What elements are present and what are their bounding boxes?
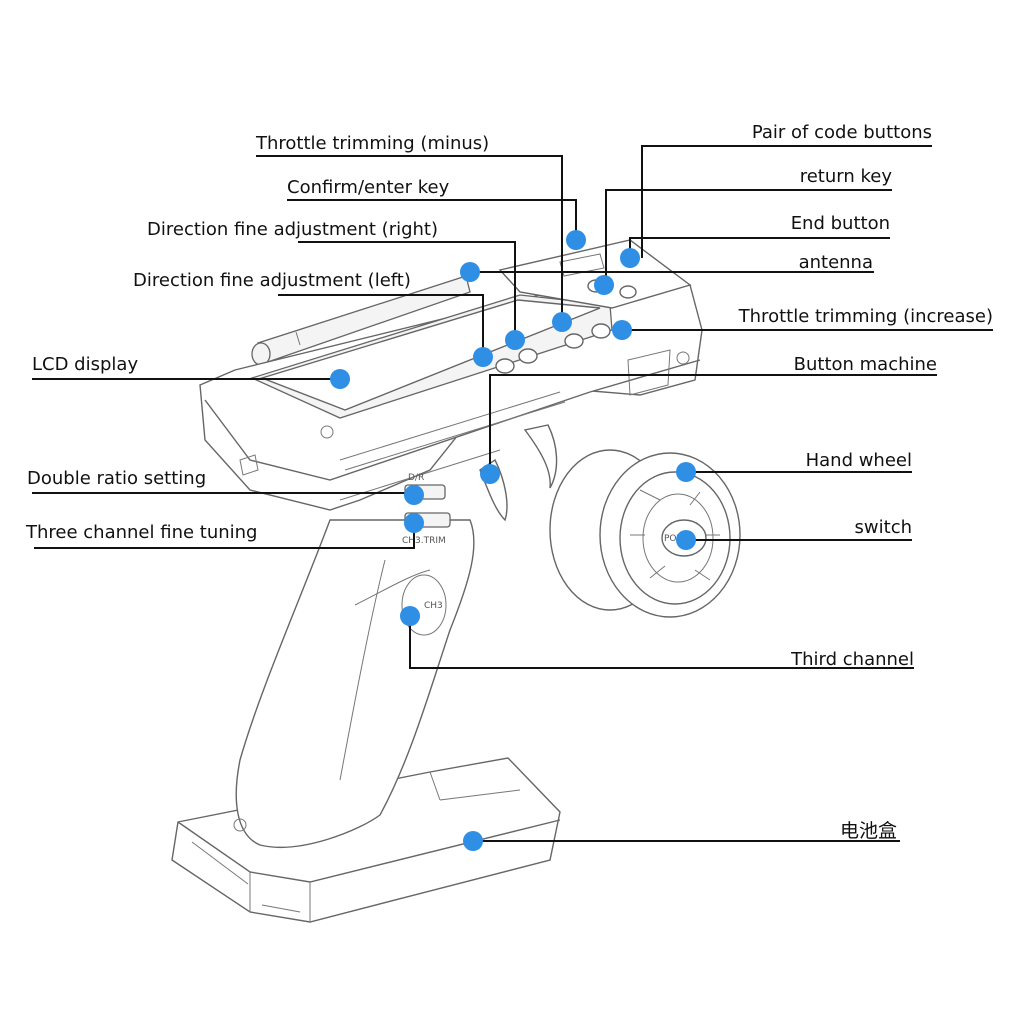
marker-throttle-trim-minus: [552, 312, 572, 332]
marker-confirm-enter: [566, 230, 586, 250]
label-battery-box: 电池盒: [840, 820, 897, 842]
marker-pair-code: [620, 248, 640, 268]
ch3-marking: CH3: [424, 601, 443, 611]
label-three-channel-trim: Three channel fine tuning: [25, 522, 257, 543]
hand-wheel-drawing: POW: [549, 449, 741, 618]
label-third-channel: Third channel: [790, 649, 914, 670]
leader-confirm-enter: [287, 199, 577, 240]
label-button-machine: Button machine: [794, 354, 937, 375]
label-dir-fine-right: Direction fine adjustment (right): [147, 219, 438, 240]
leader-dir-fine-left: [278, 294, 484, 357]
grip-drawing: [233, 519, 475, 848]
label-end-button: End button: [791, 213, 890, 234]
power-marking: POW: [664, 534, 686, 544]
marker-hand-wheel: [676, 462, 696, 482]
leader-pair-code: [641, 145, 932, 258]
leader-lines: [32, 145, 993, 842]
label-lcd-display: LCD display: [32, 354, 138, 375]
callout-markers: [330, 230, 696, 851]
marker-dir-fine-left: [473, 347, 493, 367]
dr-marking: D/R: [408, 473, 424, 483]
label-hand-wheel: Hand wheel: [806, 450, 912, 471]
leader-throttle-trim-minus: [256, 155, 563, 322]
marker-battery-box: [463, 831, 483, 851]
marker-return-key: [594, 275, 614, 295]
marker-third-channel: [400, 606, 420, 626]
marker-double-ratio: [404, 485, 424, 505]
transmitter-drawing: D/R CH3.TRIM CH3 POW: [171, 239, 741, 923]
leader-dir-fine-right: [298, 241, 516, 340]
marker-dir-fine-right: [505, 330, 525, 350]
marker-lcd-display: [330, 369, 350, 389]
callout-labels: Throttle trimming (minus) Confirm/enter …: [25, 122, 993, 842]
leader-return-key: [605, 189, 892, 285]
label-double-ratio: Double ratio setting: [27, 468, 206, 489]
label-antenna: antenna: [799, 252, 873, 273]
label-switch: switch: [855, 517, 912, 538]
marker-throttle-trim-increase: [612, 320, 632, 340]
leader-third-channel: [409, 616, 914, 669]
marker-three-channel-trim: [404, 513, 424, 533]
label-throttle-trim-increase: Throttle trimming (increase): [738, 306, 993, 327]
label-pair-code: Pair of code buttons: [752, 122, 932, 143]
marker-antenna: [460, 262, 480, 282]
label-dir-fine-left: Direction fine adjustment (left): [133, 270, 411, 291]
marker-switch: [676, 530, 696, 550]
leader-button-machine: [489, 374, 937, 474]
marker-button-machine: [480, 464, 500, 484]
antenna-rod: [251, 275, 471, 366]
label-confirm-enter: Confirm/enter key: [287, 177, 450, 198]
label-return-key: return key: [800, 166, 893, 187]
ch3-trim-marking: CH3.TRIM: [402, 536, 446, 546]
label-throttle-trim-minus: Throttle trimming (minus): [255, 133, 489, 154]
